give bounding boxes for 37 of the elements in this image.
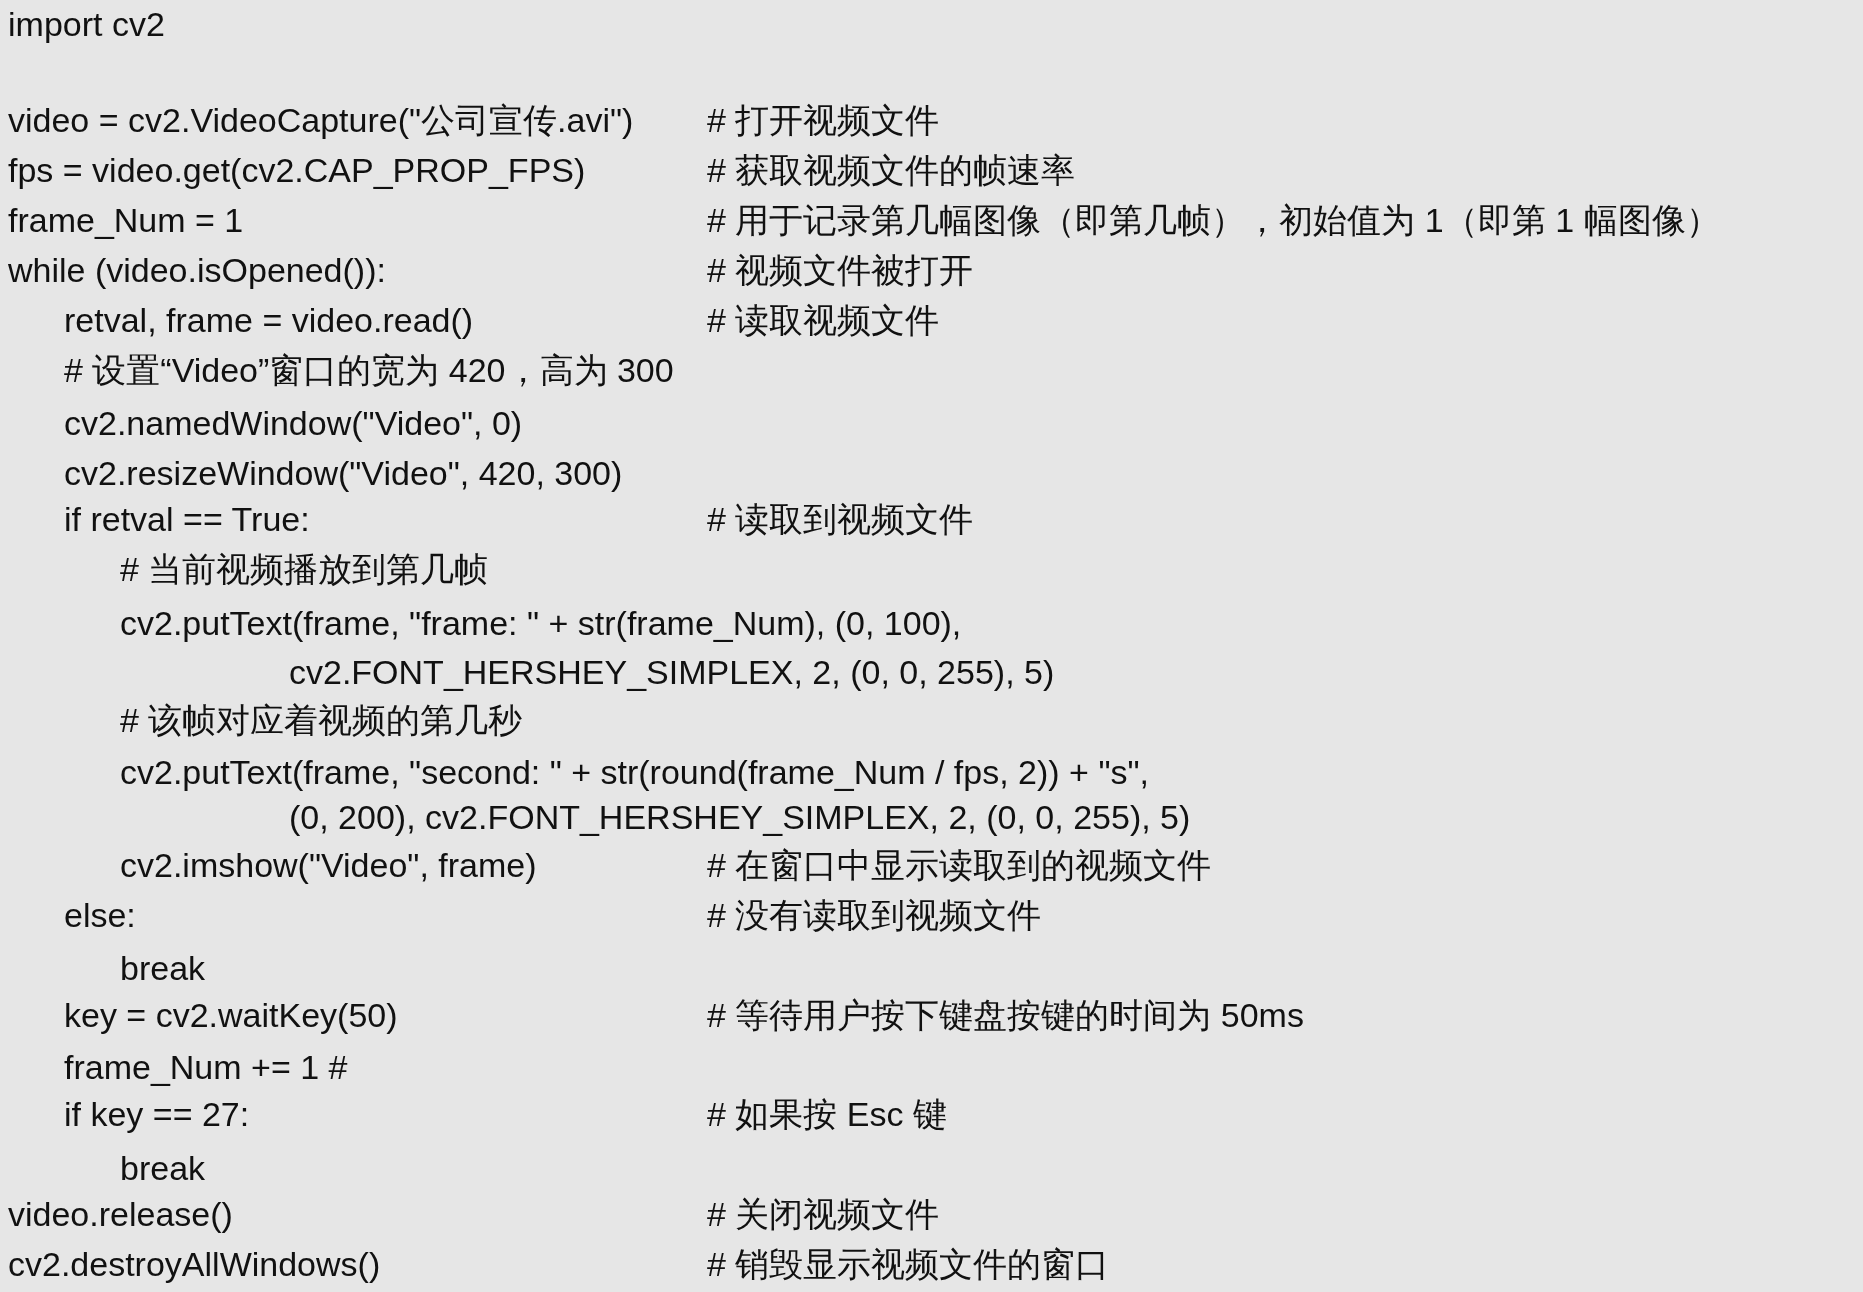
code-line: cv2.namedWindow("Video", 0) [64, 403, 523, 444]
code-line: cv2.resizeWindow("Video", 420, 300) [64, 453, 623, 494]
code-comment: # 视频文件被打开 [707, 250, 974, 291]
code-line: while (video.isOpened()): [8, 250, 386, 291]
code-line: break [120, 1148, 206, 1189]
code-line: frame_Num = 1 [8, 200, 244, 241]
code-line: key = cv2.waitKey(50) [64, 995, 398, 1036]
code-line: cv2.putText(frame, "second: " + str(round(frame_Num / fps, 2)) + "s", [120, 752, 1149, 793]
code-comment: # 该帧对应着视频的第几秒 [120, 700, 523, 741]
code-comment: # 用于记录第几幅图像（即第几帧），初始值为 1（即第 1 幅图像） [707, 200, 1720, 241]
code-line: (0, 200), cv2.FONT_HERSHEY_SIMPLEX, 2, (0, 0, 255), 5) [289, 797, 1191, 838]
code-line: break [120, 948, 206, 989]
code-line: if key == 27: [64, 1094, 250, 1135]
code-comment: # 打开视频文件 [707, 100, 940, 141]
code-comment: # 如果按 Esc 键 [707, 1094, 947, 1135]
code-line: cv2.putText(frame, "frame: " + str(frame_Num), (0, 100), [120, 603, 962, 644]
code-line: if retval == True: [64, 499, 310, 540]
code-line: fps = video.get(cv2.CAP_PROP_FPS) [8, 150, 586, 191]
code-comment: # 读取视频文件 [707, 300, 940, 341]
code-comment: # 销毁显示视频文件的窗口 [707, 1244, 1110, 1285]
code-comment: # 在窗口中显示读取到的视频文件 [707, 845, 1212, 886]
code-comment: # 获取视频文件的帧速率 [707, 150, 1076, 191]
code-comment: # 没有读取到视频文件 [707, 895, 1042, 936]
code-comment: # 读取到视频文件 [707, 499, 974, 540]
code-comment: # 关闭视频文件 [707, 1194, 940, 1235]
code-comment: # 设置“Video”窗口的宽为 420，高为 300 [64, 350, 674, 391]
code-line: cv2.FONT_HERSHEY_SIMPLEX, 2, (0, 0, 255), 5) [289, 652, 1055, 693]
code-line: else: [64, 895, 136, 936]
code-comment: # 等待用户按下键盘按键的时间为 50ms [707, 995, 1304, 1036]
code-line: import cv2 [8, 4, 165, 45]
code-line: cv2.destroyAllWindows() [8, 1244, 381, 1285]
code-line: frame_Num += 1 # [64, 1047, 348, 1088]
code-line: cv2.imshow("Video", frame) [120, 845, 537, 886]
code-line: video = cv2.VideoCapture("公司宣传.avi") [8, 100, 634, 141]
code-line: video.release() [8, 1194, 233, 1235]
code-comment: # 当前视频播放到第几帧 [120, 549, 489, 590]
code-line: retval, frame = video.read() [64, 300, 474, 341]
